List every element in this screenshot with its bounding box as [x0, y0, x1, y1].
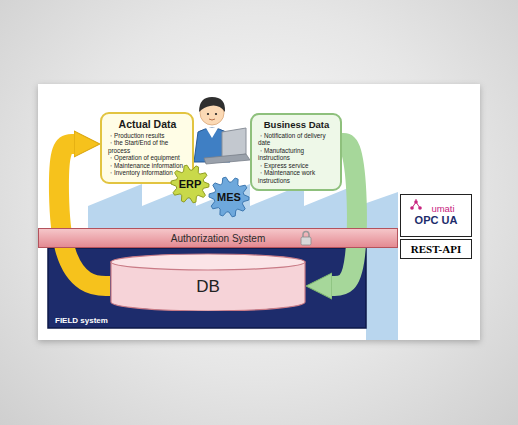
node-label: DB — [196, 277, 220, 297]
card — [38, 84, 480, 340]
person-figure — [194, 97, 250, 164]
node-text: ・Manufacturing instructions — [258, 147, 335, 162]
node-text: ・Notification of delivery date — [258, 132, 335, 147]
person-eye — [207, 113, 209, 115]
node-text: OPC UA — [415, 214, 458, 227]
person-collar — [206, 128, 218, 138]
cylinder-top — [111, 254, 305, 270]
node-text: ・the Start/End of the process — [108, 139, 187, 154]
gear-node: ERP — [170, 164, 210, 204]
node-label: REST-API — [411, 243, 461, 255]
node-text: ・Express service — [258, 162, 335, 169]
node-label: ERP — [179, 178, 202, 190]
umati-icon — [409, 198, 423, 212]
person-hair — [199, 97, 225, 112]
database-cylinder: DB — [110, 253, 306, 311]
node-label: Business Data — [258, 119, 335, 130]
gear-outline — [171, 165, 209, 203]
node-text: ・Operation of equipment — [108, 154, 187, 161]
node-label: umati — [431, 204, 454, 214]
protocol-box: REST-API — [400, 239, 472, 259]
node-label: Actual Data — [108, 118, 187, 130]
node-label: FIELD system — [55, 316, 108, 325]
node-text: ・Maintenance work instructions — [258, 169, 335, 184]
umati-icon-dot — [414, 200, 418, 204]
padlock-icon — [299, 230, 313, 246]
node-label: Authorization System — [171, 233, 266, 244]
person-eye — [215, 113, 217, 115]
node-label: MES — [217, 191, 241, 203]
umati-icon-dot — [418, 206, 422, 210]
laptop-base — [204, 154, 250, 164]
umati-icon-dot — [410, 206, 414, 210]
umati-icon-lines — [412, 199, 420, 208]
laptop-screen — [222, 128, 246, 158]
padlock-body — [301, 237, 311, 245]
field-system: FIELD system DB — [48, 248, 366, 328]
node-text: ・Maintenance information — [108, 162, 187, 169]
authorization-band: Authorization System — [38, 228, 398, 248]
person-mouth — [209, 119, 215, 120]
gear-node: MES — [208, 176, 250, 218]
protocol-box: umatiOPC UA — [400, 194, 472, 237]
gear-outline — [209, 177, 249, 217]
data-box: Business Data ・Notification of delivery d… — [250, 113, 342, 191]
node-text: ・Production results — [108, 132, 187, 139]
